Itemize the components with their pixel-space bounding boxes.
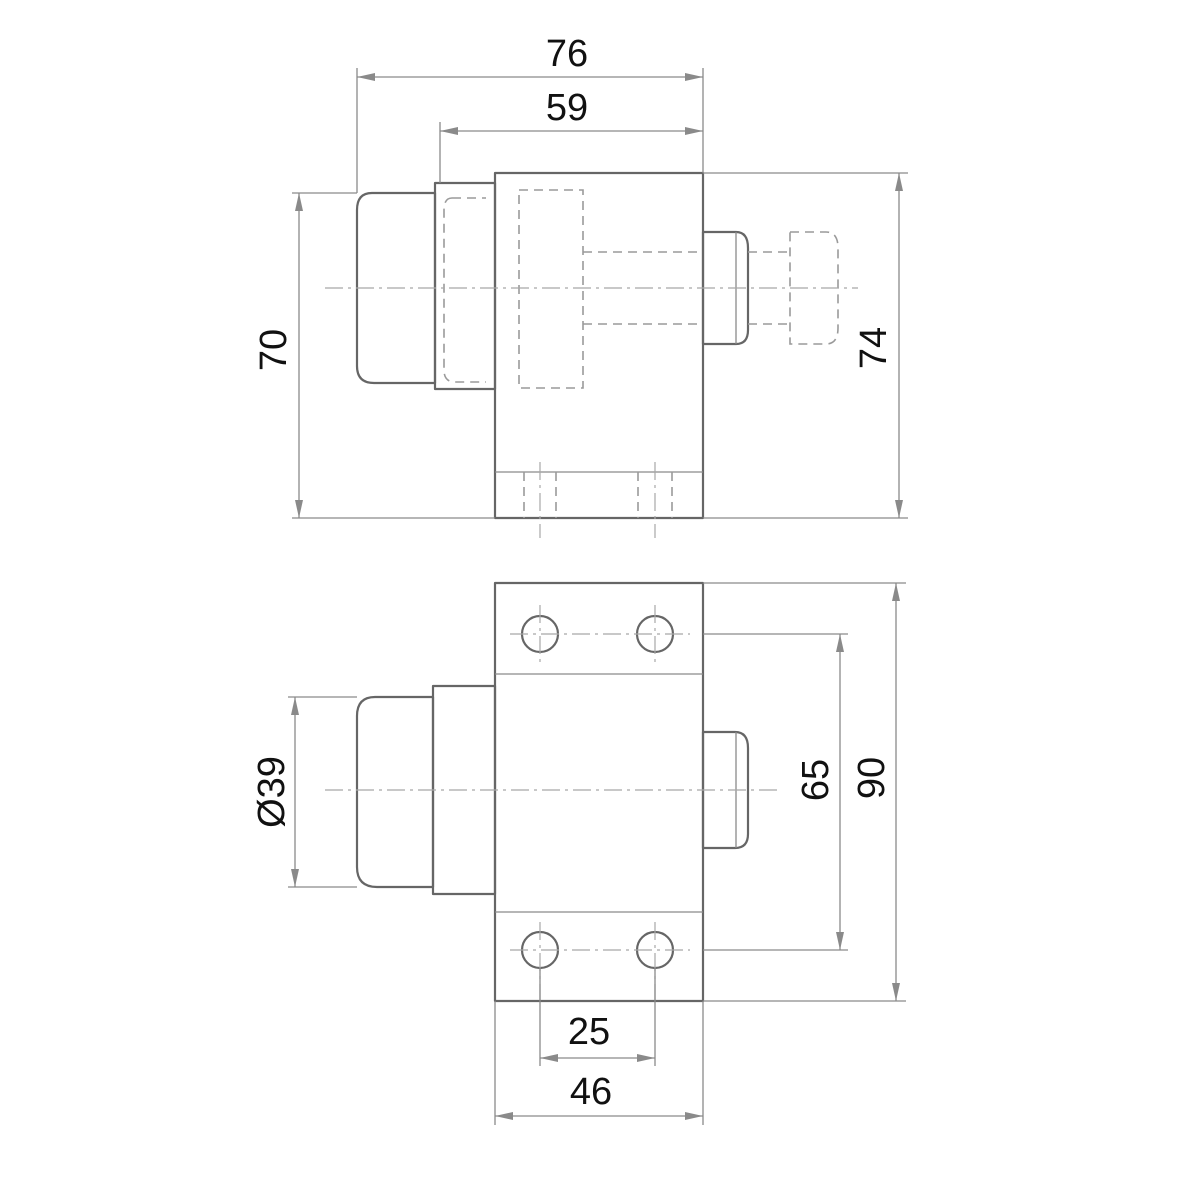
dim-label-inner-hole-spacing: 65 <box>795 759 837 801</box>
side-view-hidden-cavity <box>518 189 584 389</box>
plan-view-plunger <box>701 730 750 850</box>
dim-label-body-height: 74 <box>853 327 895 369</box>
side-view-collar-hidden <box>443 197 486 383</box>
dim-label-knob-height: 70 <box>253 329 295 371</box>
side-view-plunger-extended <box>789 231 839 345</box>
dim-label-body-to-knob-length: 59 <box>546 87 588 129</box>
plan-view-knob <box>355 695 435 889</box>
side-view-knob <box>355 191 437 385</box>
side-view-plunger <box>701 230 750 346</box>
side-view-body <box>493 171 705 520</box>
dim-label-knob-diameter: Ø39 <box>251 756 293 828</box>
dim-label-flange-width: 46 <box>570 1071 612 1113</box>
dim-label-hole-pitch: 25 <box>568 1011 610 1053</box>
side-view <box>292 68 908 538</box>
dim-label-flange-height: 90 <box>851 757 893 799</box>
dim-label-overall-length: 76 <box>546 33 588 75</box>
plan-view <box>288 581 906 1125</box>
